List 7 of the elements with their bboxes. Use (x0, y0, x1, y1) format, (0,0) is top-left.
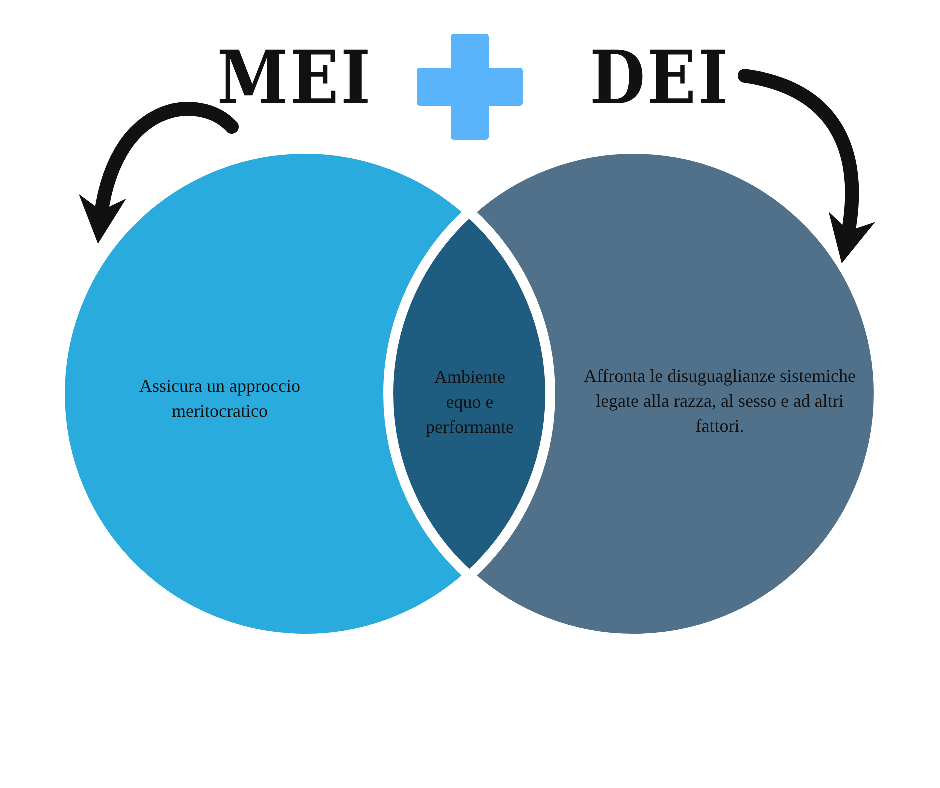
circle-text: Assicura un approccio meritocratico (138, 375, 302, 423)
curved-arrow (80, 102, 239, 244)
title-word: DEI (585, 33, 735, 137)
circle-text: Ambiente equo e performante (425, 366, 515, 439)
title-word: MEI (205, 33, 385, 137)
circle-text: Affronta le disuguaglianze sistemiche legate alla razza, al sesso e ad altri fattori. (582, 365, 858, 438)
curved-arrow (738, 69, 874, 264)
